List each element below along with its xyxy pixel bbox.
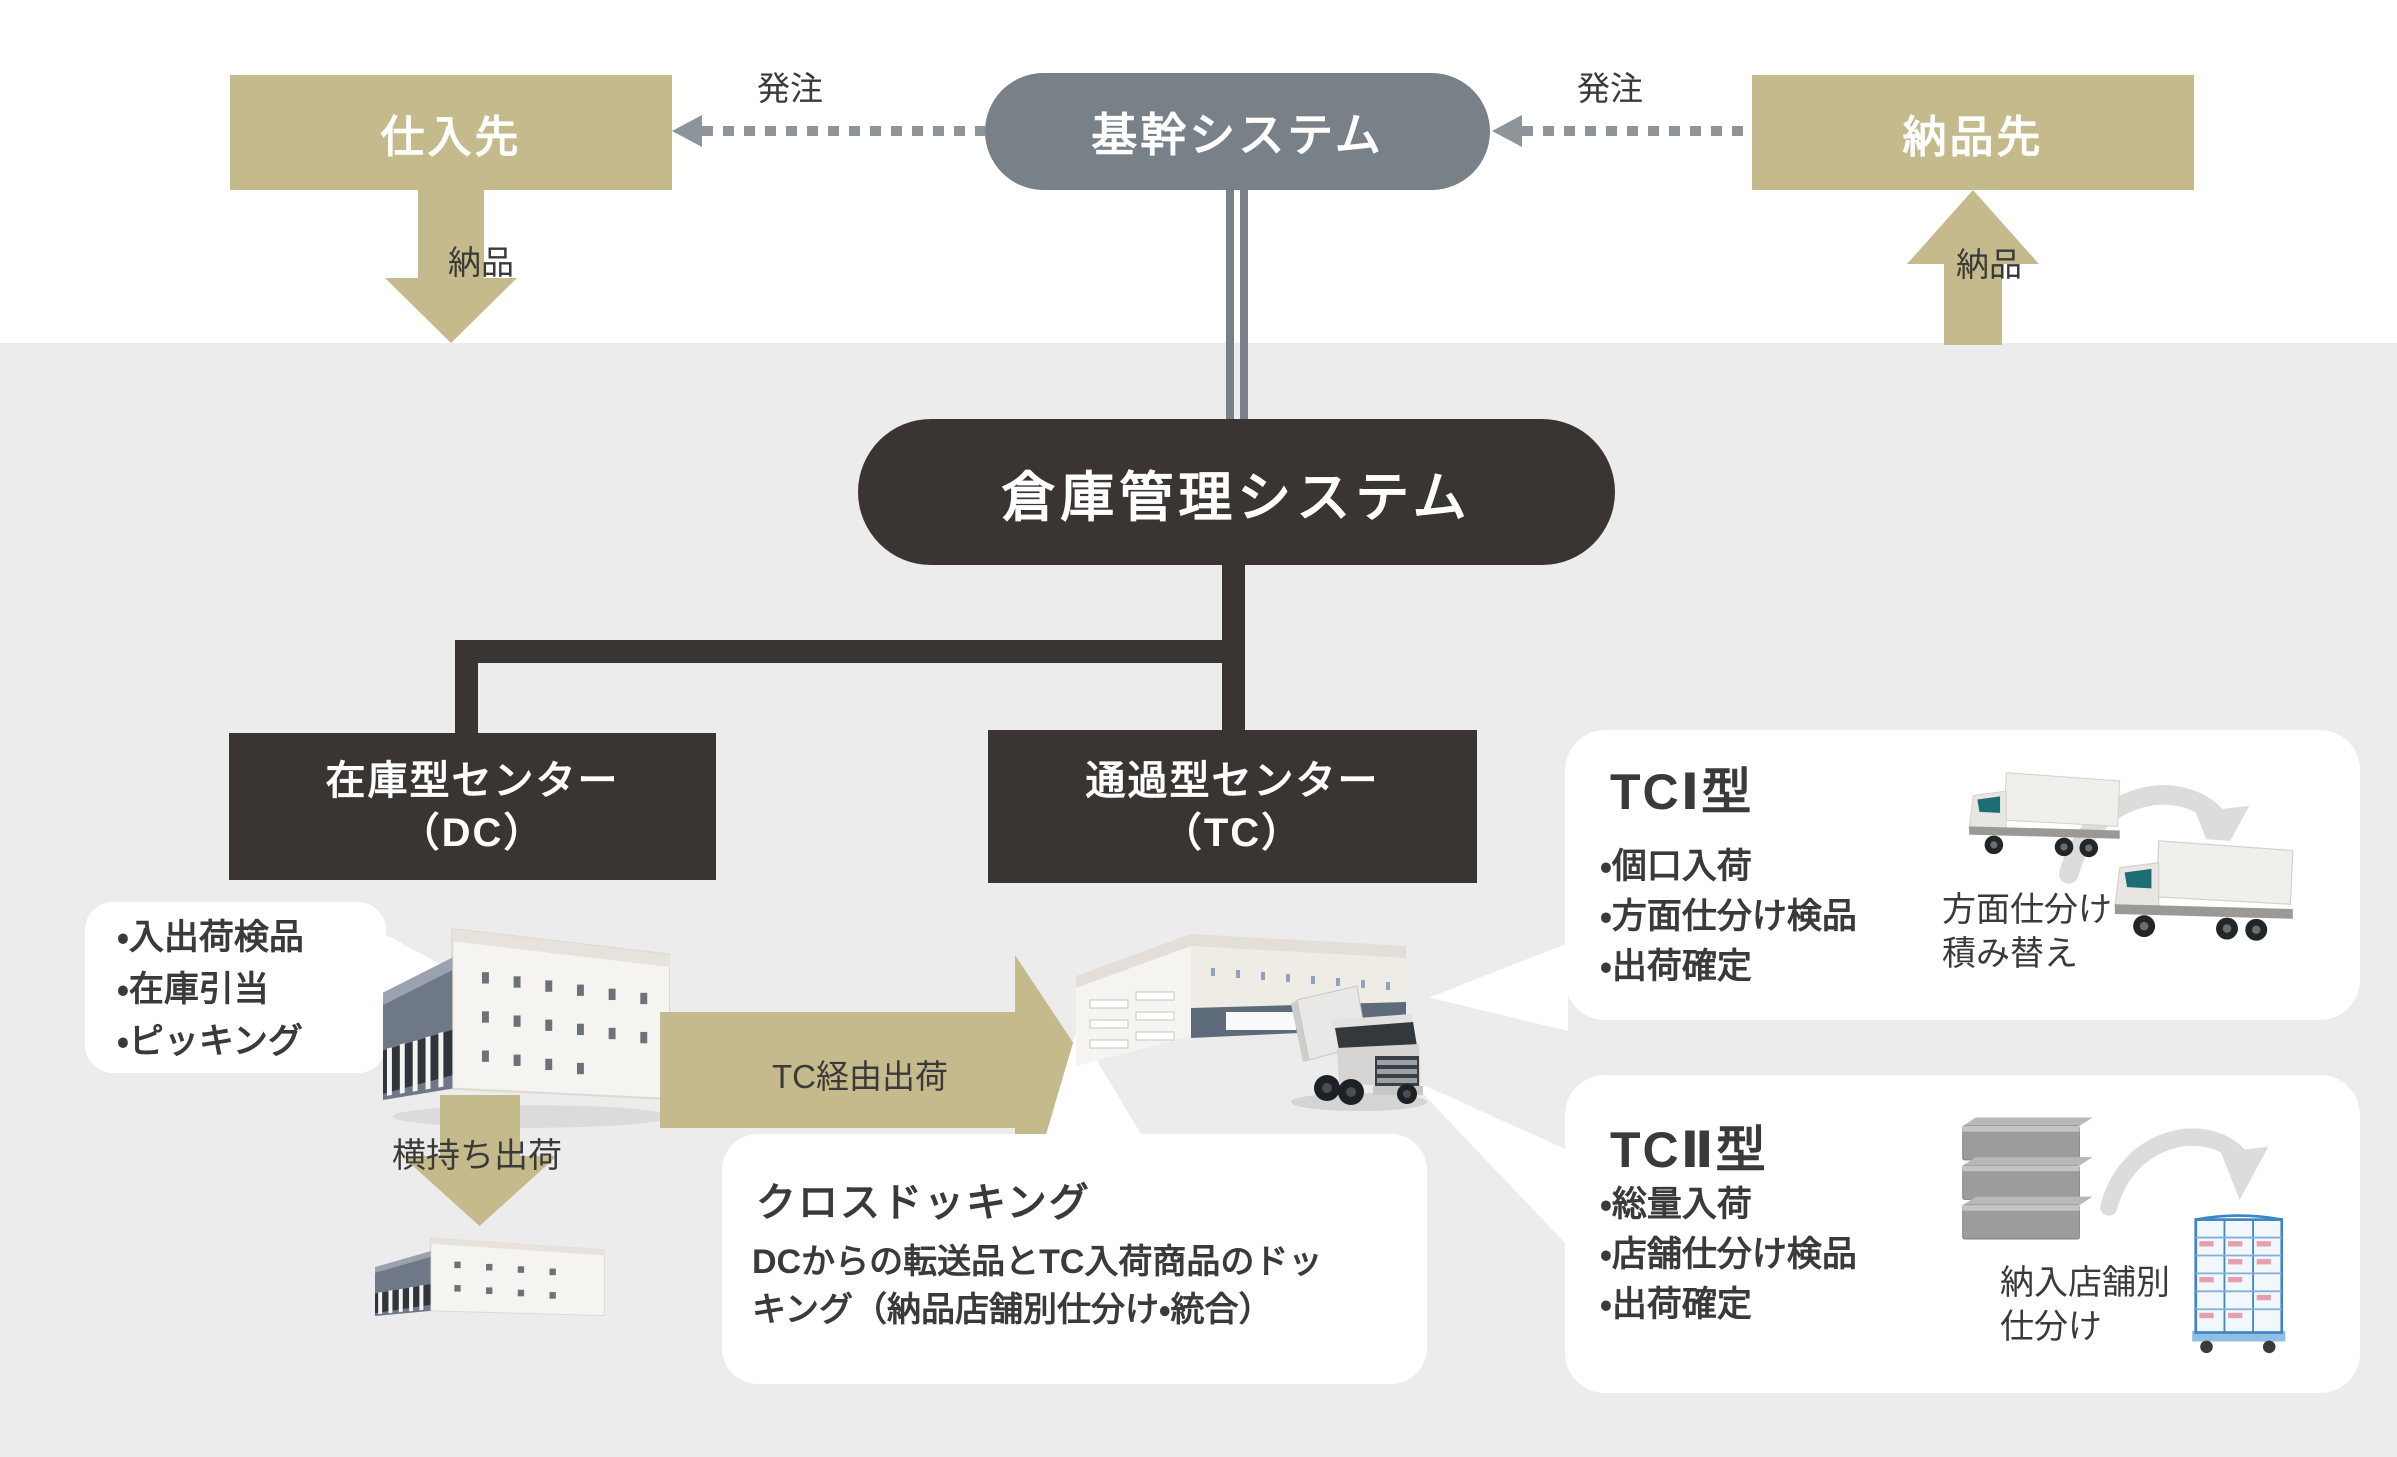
- supplier-box: 仕入先: [230, 75, 672, 190]
- dc-center-title-line2: （DC）: [399, 810, 546, 855]
- small-warehouse-image: [375, 1237, 605, 1317]
- supplier-label: 仕入先: [380, 112, 522, 162]
- order-label-right: 発注: [1577, 70, 1643, 107]
- dc-center-title-line1: 在庫型センター: [325, 758, 620, 803]
- system-link-line-1: [1226, 190, 1234, 419]
- tc-center-box: 通過型センター （TC）: [988, 730, 1477, 883]
- order-dotted-line-right: [1522, 126, 1752, 136]
- tc2-card: TCⅡ型 ・総量入荷 ・店舗仕分け検品 ・出荷確定 納入店舗別 仕分け: [1565, 1075, 2360, 1393]
- tc-center-title-line2: （TC）: [1161, 810, 1304, 855]
- destination-label: 納品先: [1902, 112, 2044, 162]
- wms-pill: 倉庫管理システム: [858, 419, 1615, 565]
- dc-function-item: ・入出荷検品: [117, 918, 304, 957]
- tc2-title: TCⅡ型: [1610, 1122, 1768, 1178]
- container-stack-image: [1962, 1117, 2093, 1240]
- delivery-label-right: 納品: [1956, 246, 2022, 283]
- order-arrowhead-left: [672, 115, 702, 147]
- truck-image: [1291, 985, 1427, 1111]
- tc-via-shipping-label: TC経由出荷: [772, 1058, 948, 1095]
- tc1-card: TCⅠ型 ・個口入荷 ・方面仕分け検品 ・出荷確定 方面仕分け 積み替え: [1565, 730, 2360, 1020]
- delivery-up-arrow: [1907, 190, 2039, 345]
- cross-docking-title: クロスドッキング: [756, 1181, 1091, 1225]
- cross-docking-body-line1: DCからの転送品とTC入荷商品のドッ: [752, 1243, 1323, 1281]
- tc2-item: ・出荷確定: [1600, 1285, 1752, 1324]
- delivery-label-left: 納品: [448, 244, 514, 281]
- tc-center-title-line1: 通過型センター: [1085, 758, 1380, 803]
- tc1-caption-line1: 方面仕分け: [1942, 891, 2112, 929]
- connector-vertical-left: [455, 640, 478, 733]
- lateral-shipping-arrow: [402, 1095, 557, 1226]
- tc1-caption-line2: 積み替え: [1942, 935, 2078, 973]
- tc1-title: TCⅠ型: [1610, 764, 1754, 820]
- tc2-caption-line2: 仕分け: [2000, 1308, 2102, 1346]
- lateral-shipping-label: 横持ち出荷: [392, 1137, 562, 1175]
- tc-via-shipping-arrow: [660, 955, 1092, 1188]
- wms-label: 倉庫管理システム: [1001, 467, 1472, 528]
- dc-warehouse-image: [383, 927, 670, 1128]
- dc-functions-bubble: ・入出荷検品 ・在庫引当 ・ピッキング: [85, 902, 386, 1073]
- system-link-line-2: [1240, 190, 1248, 419]
- order-arrowhead-right: [1492, 115, 1522, 147]
- dc-function-item: ・ピッキング: [117, 1022, 303, 1061]
- tc2-item: ・店舗仕分け検品: [1600, 1235, 1857, 1274]
- tc2-item: ・総量入荷: [1600, 1185, 1752, 1224]
- dc-function-item: ・在庫引当: [117, 970, 269, 1009]
- cross-docking-card: クロスドッキング DCからの転送品とTC入荷商品のドッ キング（納品店舗別仕分け…: [722, 1134, 1427, 1384]
- core-system-label: 基幹システム: [1091, 108, 1384, 161]
- dc-center-box: 在庫型センター （DC）: [229, 733, 716, 880]
- cross-docking-body-line2: キング（納品店舗別仕分け・統合）: [752, 1291, 1273, 1329]
- order-label-left: 発注: [757, 70, 823, 107]
- tc1-item: ・個口入荷: [1600, 847, 1752, 886]
- box-truck-image: [2114, 835, 2296, 941]
- delivery-down-arrow: [385, 190, 517, 343]
- order-dotted-line-left: [702, 126, 985, 136]
- destination-box: 納品先: [1752, 75, 2194, 190]
- roll-cage-image: [2192, 1214, 2286, 1354]
- core-system-pill: 基幹システム: [985, 73, 1490, 190]
- tc1-item: ・方面仕分け検品: [1600, 897, 1857, 936]
- tc1-item: ・出荷確定: [1600, 947, 1752, 986]
- tc2-caption-line1: 納入店舗別: [2000, 1264, 2170, 1302]
- box-truck-image: [1968, 768, 2122, 858]
- transfer-arrow-icon: [2100, 1128, 2269, 1216]
- connector-horizontal: [455, 640, 1245, 663]
